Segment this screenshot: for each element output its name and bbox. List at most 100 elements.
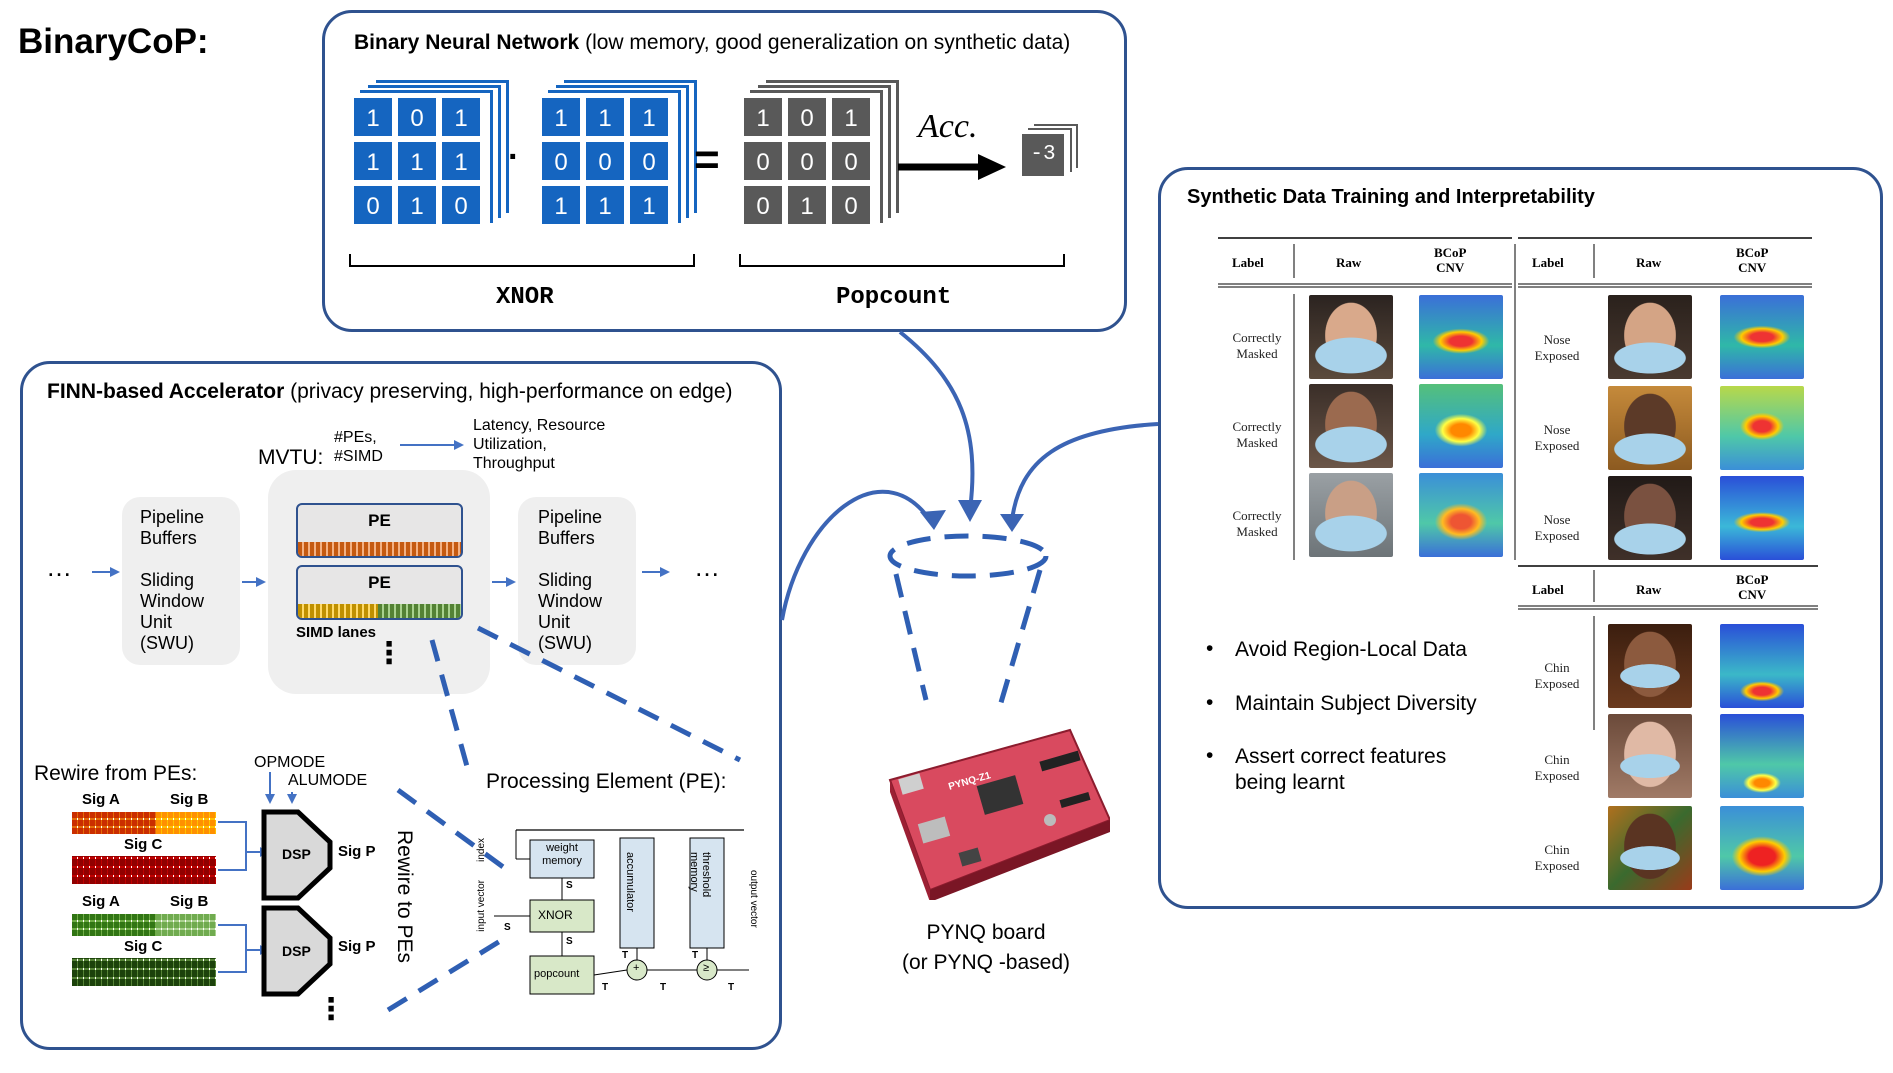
matrix-b-cell: 0 — [628, 140, 670, 182]
row-label-right-1: Nose Exposed — [1534, 332, 1580, 363]
left-pipeline-text: Pipeline Buffers Sliding Window Unit (SW… — [140, 507, 205, 653]
xnor-bracket — [349, 254, 695, 267]
arrow-mvtu-to-right — [492, 577, 516, 587]
pe-plus: + — [633, 962, 640, 974]
pe-popcount: popcount — [534, 968, 580, 980]
pe-output-vector: output vector — [748, 870, 759, 928]
result-value: -3 — [1022, 134, 1064, 176]
simd-lanes-label: SIMD lanes — [296, 624, 377, 641]
right-pipeline-text: Pipeline Buffers Sliding Window Unit (SW… — [538, 507, 603, 653]
raw-face-image — [1608, 386, 1692, 470]
matrix-a-cell: 1 — [440, 96, 482, 138]
bullet-dot-2: • — [1206, 691, 1214, 714]
hdr-raw-bottom: Raw — [1636, 582, 1662, 597]
row-label-right-2: Nose Exposed — [1534, 422, 1580, 453]
heatmap-image — [1720, 806, 1804, 890]
hdr-label-bottom: Label — [1532, 582, 1564, 597]
finn-title-rest: (privacy preserving, high-performance on… — [284, 380, 733, 403]
row-label-bottom-3: Chin Exposed — [1534, 842, 1580, 873]
pe-detail-diagram — [494, 829, 749, 995]
hdr-raw-left: Raw — [1336, 255, 1362, 270]
pe-ge: ≥ — [703, 962, 710, 974]
sig-a-bits-1 — [72, 812, 156, 834]
pe-label-1: PE — [368, 511, 391, 530]
bullet-2: Maintain Subject Diversity — [1235, 692, 1477, 715]
sig-b-label-2: Sig B — [170, 893, 209, 910]
dsp-vdots: ⋮ — [316, 993, 346, 1026]
raw-face-image — [1608, 295, 1692, 379]
dot-operator: · — [508, 138, 520, 176]
matrix-a-cell: 1 — [352, 140, 394, 182]
heatmap-image — [1720, 714, 1804, 798]
raw-face-image — [1309, 384, 1393, 468]
left-pipeline-box — [122, 497, 240, 665]
dsp-label-1: DSP — [282, 846, 311, 862]
heatmap-image — [1720, 386, 1804, 470]
matrix-b-cell: 0 — [584, 140, 626, 182]
matrix-c-cell: 0 — [830, 184, 872, 226]
pe-t-4: T — [660, 982, 667, 993]
latency-label: Latency, Resource Utilization, Throughpu… — [473, 417, 606, 472]
raw-face-image — [1608, 476, 1692, 560]
hdr-raw-right: Raw — [1636, 255, 1662, 270]
matrix-c-cell: 0 — [786, 96, 828, 138]
heatmap-image — [1419, 384, 1503, 468]
pe-detail-title: Processing Element (PE): — [486, 770, 727, 793]
sig-p-label-1: Sig P — [338, 843, 376, 860]
matrix-b-cell: 1 — [540, 96, 582, 138]
bullet-1: Avoid Region-Local Data — [1235, 638, 1467, 661]
dsp-label-2: DSP — [282, 943, 311, 959]
page-title: BinaryCoP: — [18, 22, 209, 61]
dsp-diagram — [218, 809, 333, 997]
mode-arrows — [265, 772, 297, 804]
xnor-label: XNOR — [496, 284, 554, 311]
sig-c-label-1: Sig C — [124, 836, 163, 853]
sig-c-label-2: Sig C — [124, 938, 163, 955]
matrix-a-cell: 0 — [352, 184, 394, 226]
synthetic-title: Synthetic Data Training and Interpretabi… — [1187, 186, 1595, 208]
matrix-a-cell: 0 — [440, 184, 482, 226]
sig-a-label-1: Sig A — [82, 791, 120, 808]
pe-t-5: T — [728, 982, 735, 993]
pe-xnor: XNOR — [538, 908, 573, 922]
sig-c-bits-2 — [72, 958, 216, 986]
row-label-bottom-2: Chin Exposed — [1534, 752, 1580, 783]
row-label-bottom-1: Chin Exposed — [1534, 660, 1580, 691]
sig-a-bits-2 — [72, 914, 156, 936]
pe-t-2: T — [692, 950, 699, 961]
pe-s-3: S — [566, 936, 573, 947]
arrow-in-left — [92, 567, 120, 577]
row-label-right-3: Nose Exposed — [1534, 512, 1580, 543]
hdr-cnv-left: BCoP CNV — [1434, 245, 1467, 275]
table-rules — [1218, 237, 1818, 730]
pe-label-2: PE — [368, 573, 391, 592]
mvtu-label: MVTU: — [258, 446, 324, 469]
left-ellipsis: … — [46, 552, 72, 582]
hdr-cnv-right: BCoP CNV — [1736, 245, 1769, 275]
matrix-b-cell: 1 — [628, 184, 670, 226]
bullet-dot-3: • — [1206, 744, 1214, 767]
row-label-left-1: Correctly Masked — [1232, 330, 1282, 361]
sig-p-label-2: Sig P — [338, 938, 376, 955]
sig-b-bits-1 — [156, 812, 216, 834]
matrix-c-cell: 0 — [742, 140, 784, 182]
acc-arrow — [898, 154, 1006, 180]
arrow-left-to-mvtu — [242, 577, 266, 587]
matrix-c-cell: 1 — [742, 96, 784, 138]
matrix-a-cell: 0 — [396, 96, 438, 138]
raw-face-image — [1608, 714, 1692, 798]
matrix-c-cell: 1 — [830, 96, 872, 138]
matrix-a-cell: 1 — [396, 140, 438, 182]
finn-title: FINN-based Accelerator (privacy preservi… — [47, 378, 747, 405]
row-label-left-2: Correctly Masked — [1232, 419, 1282, 450]
bullet-dot-1: • — [1206, 637, 1214, 660]
heatmap-image — [1720, 624, 1804, 708]
acc-label: Acc. — [918, 108, 978, 145]
heatmap-image — [1720, 476, 1804, 560]
opmode-label: OPMODE — [254, 754, 326, 771]
popcount-label: Popcount — [836, 284, 952, 311]
hdr-cnv-bottom: BCoP CNV — [1736, 572, 1769, 602]
